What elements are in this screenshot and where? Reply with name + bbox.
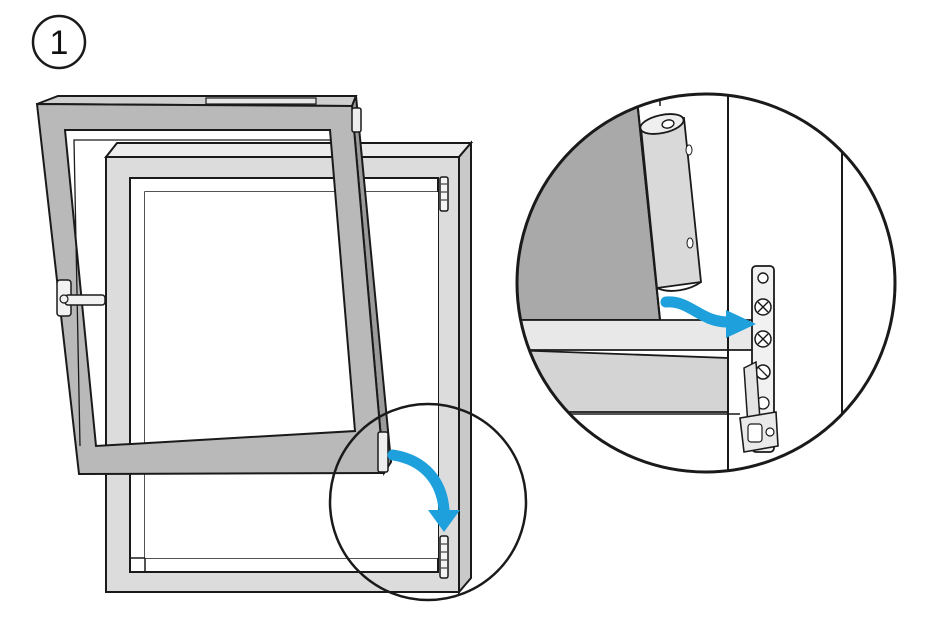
hinge-bracket-icon: [439, 176, 449, 212]
sash-inner-bevel: [73, 139, 330, 447]
frame-glass: [145, 192, 438, 558]
hinge-bracket-icon: [439, 535, 449, 579]
curved-arrow-icon: [387, 449, 460, 532]
detail-view: [515, 92, 897, 474]
focus-circle: [328, 402, 528, 602]
step-badge: 1: [31, 14, 87, 70]
hinge-pin-icon: [639, 113, 702, 292]
frame-top-edge: [103, 142, 474, 158]
window-handle-icon: [56, 279, 106, 317]
step-badge-circle: [31, 14, 87, 70]
hinge-bracket-icon: [739, 265, 779, 453]
sash-body: [35, 102, 386, 476]
step-number: 1: [50, 24, 69, 62]
hinge-pin-icon: [377, 431, 389, 473]
window-frame: [103, 140, 474, 595]
window-sash: [35, 95, 393, 477]
hinge-pin-icon: [351, 107, 362, 133]
curved-arrow-icon: [660, 296, 756, 338]
detail-circle-border: [515, 92, 897, 474]
frame-right-edge: [458, 140, 472, 595]
sash-top-hardware: [205, 97, 317, 105]
